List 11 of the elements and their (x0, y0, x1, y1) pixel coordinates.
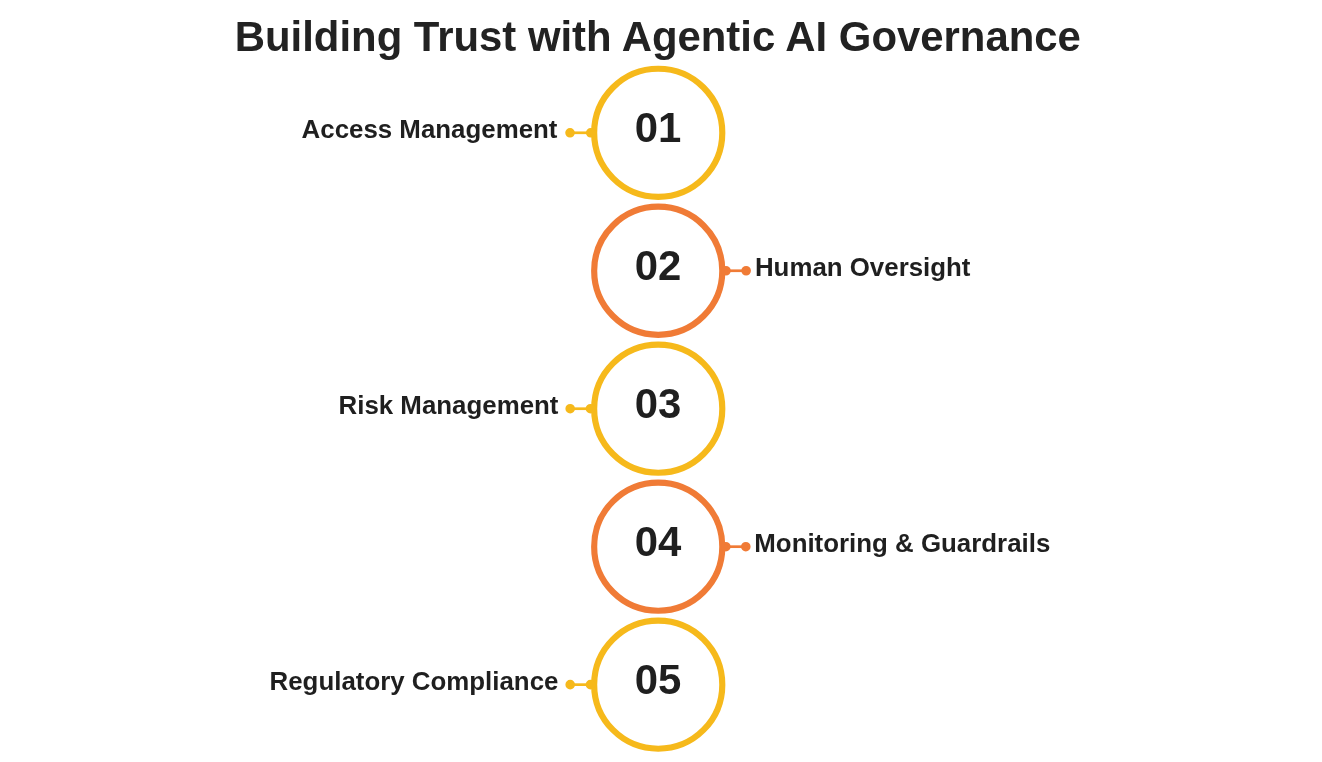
node-circle: 04 (591, 479, 726, 614)
node-circle: 02 (591, 203, 726, 338)
node-text: Human Oversight (754, 253, 971, 282)
diagram-title: Building Trust with Agentic AI Governance (234, 12, 1081, 60)
node-circle: 01 (591, 65, 726, 200)
node-circle: 05 (591, 617, 726, 752)
node-text: Monitoring & Guardrails (754, 528, 1051, 557)
node-text: Regulatory Compliance (269, 666, 559, 695)
node-text: Risk Management (338, 391, 559, 420)
node-text: Access Management (301, 115, 558, 144)
node-circle: 03 (591, 341, 726, 476)
